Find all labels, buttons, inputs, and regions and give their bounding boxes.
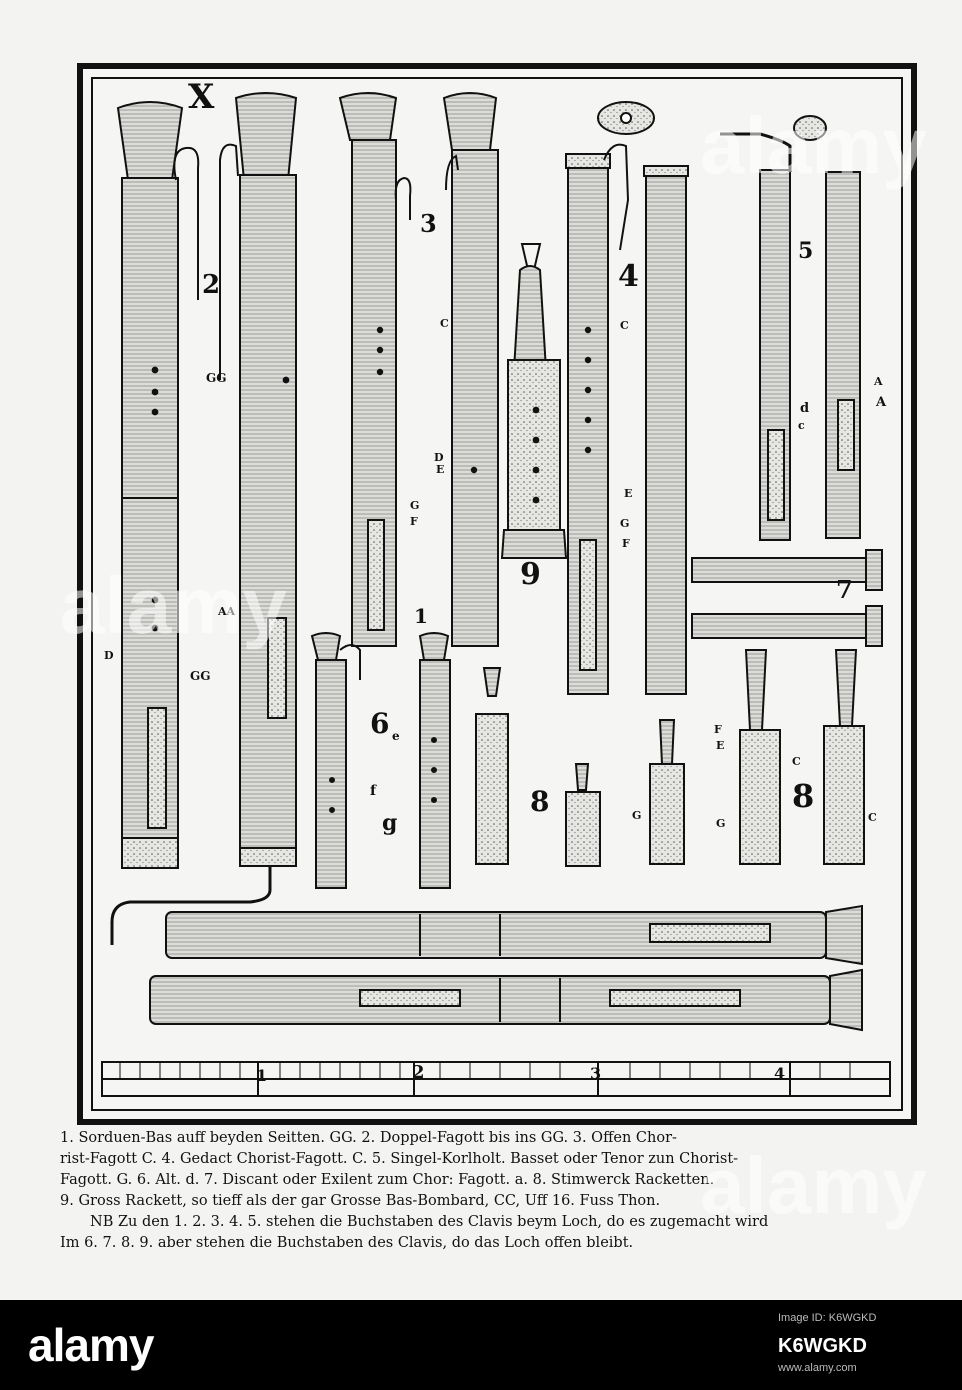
note-label: G xyxy=(716,817,726,830)
note-label: G xyxy=(410,499,420,512)
note-label: G xyxy=(632,809,642,822)
instrument-4-pair xyxy=(565,143,689,695)
brand-logo: alamy xyxy=(28,1319,154,1371)
footer-caption-bottom: www.alamy.com xyxy=(778,1362,857,1374)
plate-letter: X xyxy=(188,77,215,117)
caption-line-6: Im 6. 7. 8. 9. aber stehen die Buchstabe… xyxy=(60,1235,634,1251)
caption-line-4: 9. Gross Rackett, so tieff als der gar G… xyxy=(60,1193,661,1209)
note-label: C xyxy=(792,755,801,768)
note-label: D xyxy=(104,649,114,662)
note-label: e xyxy=(392,729,400,743)
caption-line-2: rist-Fagott C. 4. Gedact Chorist-Fagott.… xyxy=(60,1151,739,1167)
note-label: C xyxy=(620,319,629,332)
note-label: AA xyxy=(218,605,236,618)
instrument-7-discant xyxy=(691,549,883,647)
figure-number-6: 6 xyxy=(370,707,390,740)
plate-inner-frame xyxy=(91,77,903,1111)
figure-number-8b: 8 xyxy=(792,777,815,815)
note-label: GG xyxy=(190,669,211,683)
note-label: E xyxy=(624,487,633,500)
figure-number-8a: 8 xyxy=(530,785,550,818)
scale-number: 4 xyxy=(774,1064,786,1083)
reed-capsule xyxy=(597,101,655,135)
note-label: D xyxy=(434,451,444,464)
stock-image-id: K6WGKD xyxy=(778,1335,867,1357)
note-label: F xyxy=(622,537,630,550)
caption-line-3: Fagott. G. 6. Alt. d. 7. Discant oder Ex… xyxy=(60,1172,715,1188)
note-label: F xyxy=(410,515,418,528)
instrument-6-alt xyxy=(310,632,451,889)
note-label: G xyxy=(620,517,630,530)
figure-number-7: 7 xyxy=(836,575,853,604)
figure-number-3: 3 xyxy=(420,209,437,238)
figure-number-5: 5 xyxy=(798,238,814,264)
instrument-4-gedact-chorist-fagott xyxy=(442,92,499,647)
note-label: C xyxy=(868,811,877,824)
note-label: F xyxy=(714,723,722,736)
note-label: f xyxy=(370,783,377,799)
note-label: GG xyxy=(206,371,227,385)
scale-number: 3 xyxy=(590,1064,602,1083)
footer-bar xyxy=(0,1300,962,1390)
figure-number-9: 9 xyxy=(520,557,541,592)
scale-ticks xyxy=(119,1062,851,1079)
note-label: d xyxy=(800,401,810,416)
instrument-8-racketten xyxy=(475,649,865,867)
scale-number: 1 xyxy=(256,1066,268,1085)
woodcut-plate xyxy=(77,63,917,1125)
caption-line-5: NB Zu den 1. 2. 3. 4. 5. stehen die Buch… xyxy=(90,1214,769,1230)
figure-number-2: 2 xyxy=(202,270,221,300)
note-label: A xyxy=(874,375,883,388)
caption-line-1: 1. Sorduen-Bas auff beyden Seitten. GG. … xyxy=(60,1130,677,1146)
note-label: g xyxy=(382,810,398,836)
scale-number: 2 xyxy=(412,1062,425,1083)
instrument-horizontal-bombard xyxy=(149,904,863,1032)
instrument-3-offen-chorist-fagott xyxy=(338,92,412,647)
instrument-9-gross-rackett xyxy=(500,243,568,559)
instrument-5-korlholt xyxy=(720,115,861,541)
instrument-1-sorduen-bas xyxy=(116,101,200,869)
figure-number-4: 4 xyxy=(618,259,639,294)
scale-bar xyxy=(101,1061,891,1097)
figure-number-1: 1 xyxy=(414,604,428,628)
footer-caption-top: Image ID: K6WGKD xyxy=(778,1312,877,1324)
note-label: A xyxy=(876,395,887,410)
note-label: E xyxy=(436,463,445,476)
note-label: E xyxy=(716,739,725,752)
note-label: c xyxy=(798,419,805,432)
plate-caption: 1. Sorduen-Bas auff beyden Seitten. GG. … xyxy=(60,1128,920,1254)
instrument-2-doppel-fagott xyxy=(110,92,298,945)
note-label: C xyxy=(440,317,449,330)
